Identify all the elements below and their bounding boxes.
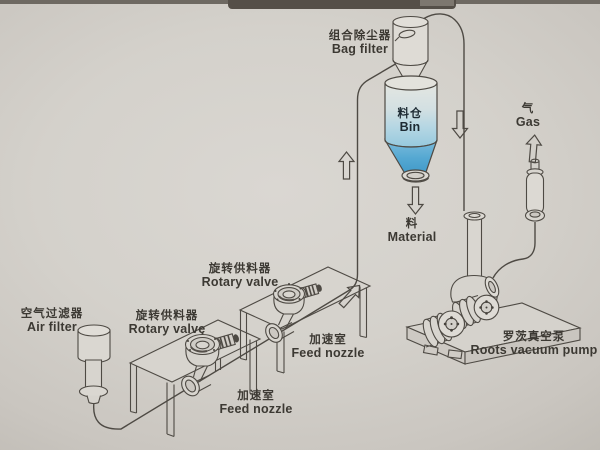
label-gas-zh: 气 (521, 103, 535, 115)
label-rotary-valve-lower-zh: 旋转供料器 (135, 310, 199, 322)
filter-outlet-pipe (423, 13, 465, 211)
conveying-pipe (92, 61, 399, 430)
label-feed-nozzle-right: 加速室 Feed nozzle (291, 334, 364, 360)
label-bag-filter: 组合除尘器 Bag filter (329, 30, 392, 56)
rotary-valve-2-shape (265, 283, 322, 343)
label-rotary-valve-lower-en: Rotary valve (128, 322, 206, 336)
flow-arrow-gas-icon (524, 133, 543, 164)
feed-nozzle-2-shape (265, 322, 295, 343)
label-material: 料 Material (388, 218, 437, 244)
flow-arrow-material-icon (407, 186, 424, 215)
label-rotary-valve-upper-en: Rotary valve (201, 275, 279, 289)
label-air-filter: 空气过滤器 Air filter (21, 308, 84, 334)
label-rotary-valve-lower: 旋转供料器 Rotary valve (129, 310, 206, 336)
label-feed-nozzle-left: 加速室 Feed nozzle (219, 390, 292, 416)
rotary-valve-1-shape (181, 332, 240, 397)
feed-nozzle-1-shape (181, 375, 212, 397)
label-roots-vacuum-pump-zh: 罗茨真空泵 (502, 331, 566, 343)
label-bin-en: Bin (399, 120, 421, 134)
label-feed-nozzle-right-zh: 加速室 (309, 334, 347, 346)
silencer-shape (524, 158, 546, 222)
photo-edge-artifact (420, 0, 454, 6)
pump-suction-pipe (463, 211, 486, 287)
pump-discharge-flange (484, 276, 500, 298)
label-bag-filter-en: Bag filter (331, 42, 389, 56)
label-material-zh: 料 (405, 218, 419, 230)
label-gas: 气 Gas (516, 103, 540, 129)
filter-inlet-stub (394, 29, 416, 42)
pump-discharge-pipe (492, 222, 536, 279)
label-bin-zh: 料仓 (397, 108, 423, 120)
label-air-filter-zh: 空气过滤器 (20, 308, 84, 320)
label-roots-vacuum-pump: 罗茨真空泵 Roots vacuum pump (470, 331, 597, 357)
label-feed-nozzle-left-zh: 加速室 (237, 390, 275, 402)
label-material-en: Material (387, 230, 437, 244)
label-roots-vacuum-pump-en: Roots vacuum pump (470, 343, 598, 357)
label-rotary-valve-upper: 旋转供料器 Rotary valve (202, 263, 279, 289)
label-air-filter-en: Air filter (27, 320, 77, 334)
bin-shape (384, 75, 438, 183)
label-gas-en: Gas (515, 115, 541, 129)
label-bin: 料仓 Bin (398, 108, 423, 134)
label-feed-nozzle-right-en: Feed nozzle (291, 346, 365, 360)
flow-arrow-down-icon (451, 110, 469, 139)
air-filter-shape (77, 324, 111, 405)
bin-outlet-flange (401, 169, 430, 183)
flow-arrow-up-icon (338, 151, 355, 180)
label-bag-filter-zh: 组合除尘器 (328, 30, 392, 42)
photo-edge-artifact (228, 0, 456, 9)
pump-rotor-front (422, 310, 466, 348)
pump-rotor-rear (452, 294, 500, 330)
roots-vacuum-pump-shape (405, 211, 582, 365)
pump-foot (447, 349, 463, 360)
label-rotary-valve-upper-zh: 旋转供料器 (208, 263, 272, 275)
label-feed-nozzle-left-en: Feed nozzle (219, 402, 293, 416)
